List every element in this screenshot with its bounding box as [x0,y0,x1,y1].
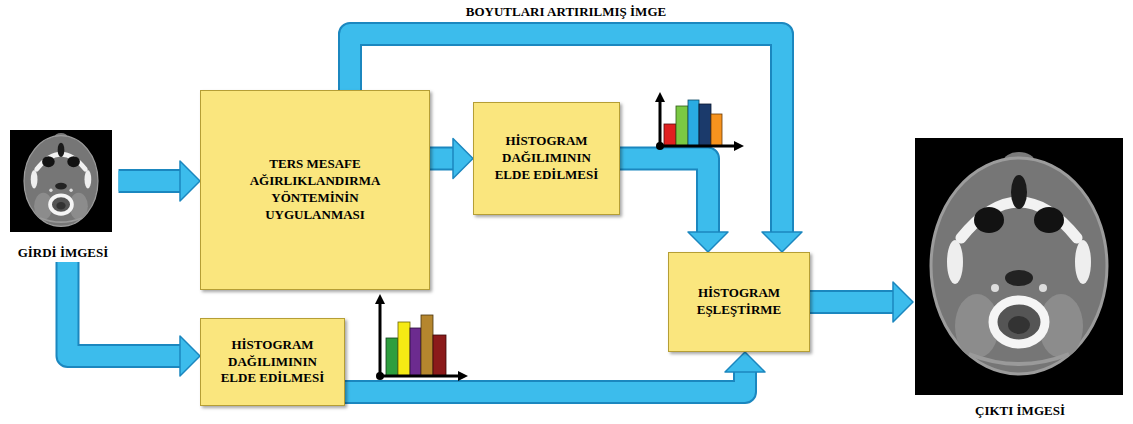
arrow-head [762,232,802,252]
arrow-head [893,282,913,322]
arrow-head [180,161,200,201]
histogram-bar [398,322,410,376]
node-text: HİSTOGRAM DAĞILIMININ ELDE EDİLMESİ [215,337,330,388]
image-panel: GİRDİ İMGESİ [8,128,119,262]
process-box: HİSTOGRAM EŞLEŞTİRME [668,252,810,352]
axis [380,375,460,378]
arrow-body [620,159,708,233]
flow-arrow [68,262,201,376]
flow-arrow [119,161,201,201]
histogram-icon [655,92,744,151]
arrow-outline [620,159,708,233]
input-ct-image [24,133,98,226]
process-box: TERS MESAFE AĞIRLIKLANDIRMA YÖNTEMİNİN U… [200,90,430,290]
axis-arrow [655,92,665,102]
axis-origin [656,142,664,150]
arrow-head [453,139,473,179]
output-image-ground [915,138,1123,395]
axis-arrow [458,371,468,381]
arrow-head [688,232,728,252]
image-caption: GİRDİ İMGESİ [18,245,109,262]
arrow-body [430,149,453,169]
histogram-bar [421,315,433,376]
process-box: HİSTOGRAM DAĞILIMININ ELDE EDİLMESİ [200,318,345,406]
axis [379,302,382,376]
edge-label: BOYUTLARI ARTIRILMIŞ İMGE [463,4,669,20]
node-text-block: ÇIKTI İMGESİ [975,403,1065,420]
image-caption: ÇIKTI İMGESİ [975,403,1065,420]
axis [660,145,736,148]
histogram-bar [386,338,398,376]
axis-arrow [734,141,744,151]
process-box: HİSTOGRAM DAĞILIMININ ELDE EDİLMESİ [473,102,620,215]
arrow-head [725,352,765,372]
histogram-bar [676,106,688,146]
node-text: TERS MESAFE AĞIRLIKLANDIRMA YÖNTEMİNİN U… [220,156,410,224]
flow-arrow [620,159,728,253]
arrow-body [68,262,181,356]
arrow-body [345,372,745,392]
node-text-block: HİSTOGRAM DAĞILIMININ ELDE EDİLMESİ [215,337,330,388]
input-image-ground [10,130,112,232]
arrow-outline [430,147,453,171]
image-panel: ÇIKTI İMGESİ [913,136,1127,420]
axis-origin [376,372,384,380]
axis [659,100,662,146]
node-text-block: GİRDİ İMGESİ [18,245,109,262]
arrow-outline [810,290,893,314]
arrow-body [119,171,181,191]
histogram-bar [711,114,722,146]
node-text: HİSTOGRAM DAĞILIMININ ELDE EDİLMESİ [489,133,604,184]
node-text-block: TERS MESAFE AĞIRLIKLANDIRMA YÖNTEMİNİN U… [220,156,410,224]
flow-arrow [430,139,473,179]
histogram-bar [410,328,421,376]
node-text: HİSTOGRAM EŞLEŞTİRME [679,285,799,319]
histogram-icon [375,294,468,381]
arrow-outline [345,372,745,392]
node-text-block: HİSTOGRAM DAĞILIMININ ELDE EDİLMESİ [489,133,604,184]
flow-arrow [810,282,913,322]
arrow-head [180,336,200,376]
output-ct-image [931,152,1107,374]
arrow-outline [68,262,181,356]
histogram-bar [664,124,676,146]
histogram-bar [433,335,446,376]
arrow-outline [119,169,181,193]
axis-arrow [375,294,385,304]
arrow-body [810,292,893,312]
node-text-block: HİSTOGRAM EŞLEŞTİRME [679,285,799,319]
histogram-bar [688,100,699,146]
histogram-bar [699,104,711,146]
